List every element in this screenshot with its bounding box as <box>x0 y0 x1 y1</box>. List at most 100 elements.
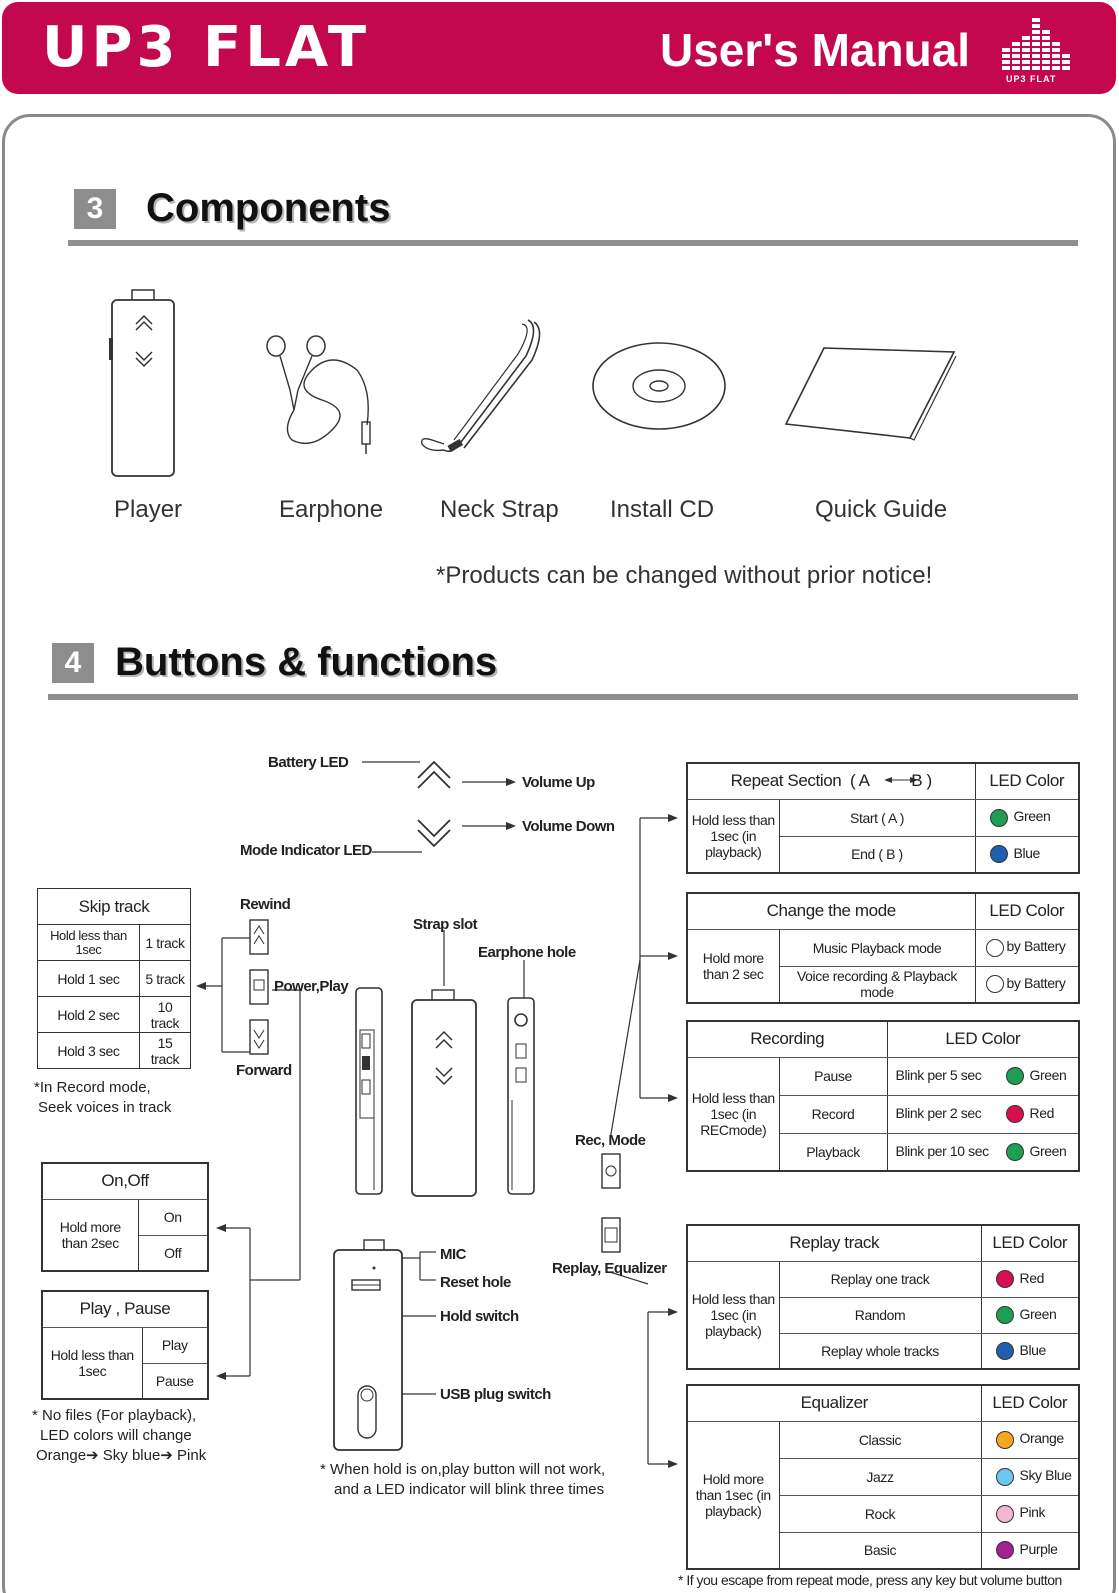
led-cell: Orange <box>980 1420 1080 1459</box>
install-cd-illustration <box>592 342 726 430</box>
section-title: Components <box>146 186 391 230</box>
section-number: 4 <box>52 643 94 683</box>
note-line: LED colors will change <box>40 1427 192 1444</box>
component-label-earphone: Earphone <box>279 496 384 523</box>
section-divider <box>68 240 1078 246</box>
label-earphone-hole: Earphone hole <box>478 944 576 961</box>
blink-rate: Blink per 2 sec <box>895 1104 982 1121</box>
led-cell: Green <box>974 798 1080 837</box>
led-color-name: Green <box>1013 808 1051 825</box>
label-strap-slot: Strap slot <box>413 916 478 933</box>
sky-blue-led-icon <box>995 1467 1014 1486</box>
table-cell: Classic <box>778 1420 982 1459</box>
green-led-icon <box>995 1306 1014 1325</box>
blink-rate: Blink per 10 sec <box>895 1142 990 1159</box>
page-title: User's Manual <box>660 24 971 76</box>
led-color-name: Green <box>1029 1066 1067 1083</box>
led-cell: Sky Blue <box>980 1457 1080 1496</box>
table-cell: Hold more than 2sec <box>41 1198 139 1272</box>
led-color-name: Green <box>1029 1142 1067 1159</box>
led-color-name: Blue <box>1013 845 1041 862</box>
table-title: Equalizer <box>686 1384 982 1422</box>
brand-logo: UP3 FLAT <box>42 15 371 80</box>
led-color-name: by Battery <box>1006 975 1066 992</box>
component-label-player: Player <box>114 496 183 523</box>
table-cell: Start ( A ) <box>778 798 976 837</box>
purple-led-icon <box>995 1541 1014 1560</box>
section-number: 3 <box>74 189 116 229</box>
table-cell: Hold more than 1sec (in playback) <box>686 1420 780 1570</box>
label-power-play: Power,Play <box>274 978 349 995</box>
equalizer-logo-icon <box>1002 18 1070 70</box>
table-cell: Hold 2 sec <box>37 996 140 1033</box>
blink-rate: Blink per 5 sec <box>895 1066 982 1083</box>
table-title-text: Repeat Section <box>730 771 842 791</box>
repeat-section-table: Repeat Section ( A B ) LED Color Hold le… <box>686 762 1080 874</box>
repeat-b-label: B <box>911 771 923 791</box>
label-volume-down: Volume Down <box>522 818 615 835</box>
label-volume-up: Volume Up <box>522 774 595 791</box>
table-cell: Voice recording & Playback mode <box>778 965 976 1004</box>
table-cell: Basic <box>778 1531 982 1570</box>
table-cell: 15 track <box>138 1032 192 1069</box>
equalizer-table: Equalizer LED Color Hold more than 1sec … <box>686 1384 1080 1570</box>
table-title: Repeat Section ( A B ) <box>686 762 976 800</box>
label-reset-hole: Reset hole <box>440 1274 511 1291</box>
led-color-name: Pink <box>1019 1504 1046 1521</box>
led-color-header: LED Color <box>974 892 1080 930</box>
table-title: On,Off <box>41 1162 209 1200</box>
table-title: Skip track <box>37 888 191 925</box>
table-cell: 10 track <box>138 996 192 1033</box>
table-cell: Hold less than 1sec <box>37 924 140 961</box>
note-line: Seek voices in track <box>38 1099 172 1116</box>
table-cell: Jazz <box>778 1457 982 1496</box>
label-usb-plug-switch: USB plug switch <box>440 1386 551 1403</box>
earphone-illustration <box>266 335 371 454</box>
led-color-name: Red <box>1019 1269 1045 1286</box>
led-color-name: Blue <box>1019 1341 1047 1358</box>
table-cell: Pause <box>141 1362 209 1400</box>
blue-led-icon <box>995 1341 1014 1360</box>
table-cell: End ( B ) <box>778 835 976 874</box>
blue-led-icon <box>989 845 1008 864</box>
table-cell: Hold 1 sec <box>37 960 140 997</box>
table-cell: Play <box>141 1326 209 1364</box>
note-line: Orange➔ Sky blue➔ Pink <box>36 1447 207 1464</box>
led-color-name: by Battery <box>1006 938 1066 955</box>
led-cell: Blink per 10 sec Green <box>886 1132 1080 1172</box>
player-illustration <box>109 289 175 477</box>
table-cell: Hold less than 1sec (in playback) <box>686 1260 780 1370</box>
table-cell: Pause <box>778 1056 888 1096</box>
led-color-name: Orange <box>1019 1430 1065 1447</box>
note-line: * No files (For playback), <box>32 1407 197 1424</box>
led-cell: Pink <box>980 1494 1080 1533</box>
table-cell: Replay whole tracks <box>778 1332 982 1370</box>
table-cell: Rock <box>778 1494 982 1533</box>
quick-guide-illustration <box>784 347 957 441</box>
content-frame <box>2 114 1116 1593</box>
green-led-icon <box>1005 1067 1024 1086</box>
label-battery-led: Battery LED <box>268 754 349 771</box>
red-led-icon <box>1005 1105 1024 1124</box>
table-cell: On <box>137 1198 209 1236</box>
battery-led-icon <box>985 938 1004 957</box>
header-banner: UP3 FLAT User's Manual UP3 FLAT <box>2 2 1116 94</box>
section-divider <box>48 694 1078 700</box>
replay-track-table: Replay track LED Color Hold less than 1s… <box>686 1224 1080 1370</box>
green-led-icon <box>989 808 1008 827</box>
table-cell: Hold less than 1sec (in playback) <box>686 798 780 874</box>
table-cell: Hold 3 sec <box>37 1032 140 1069</box>
led-color-name: Green <box>1019 1305 1057 1322</box>
led-cell: Blue <box>974 835 1080 874</box>
led-color-header: LED Color <box>886 1020 1080 1058</box>
led-color-header: LED Color <box>980 1384 1080 1422</box>
component-label-install-cd: Install CD <box>610 496 715 523</box>
orange-led-icon <box>995 1430 1014 1449</box>
table-cell: 1 track <box>138 924 192 961</box>
footer-note: * If you escape from repeat mode, press … <box>678 1572 1062 1588</box>
